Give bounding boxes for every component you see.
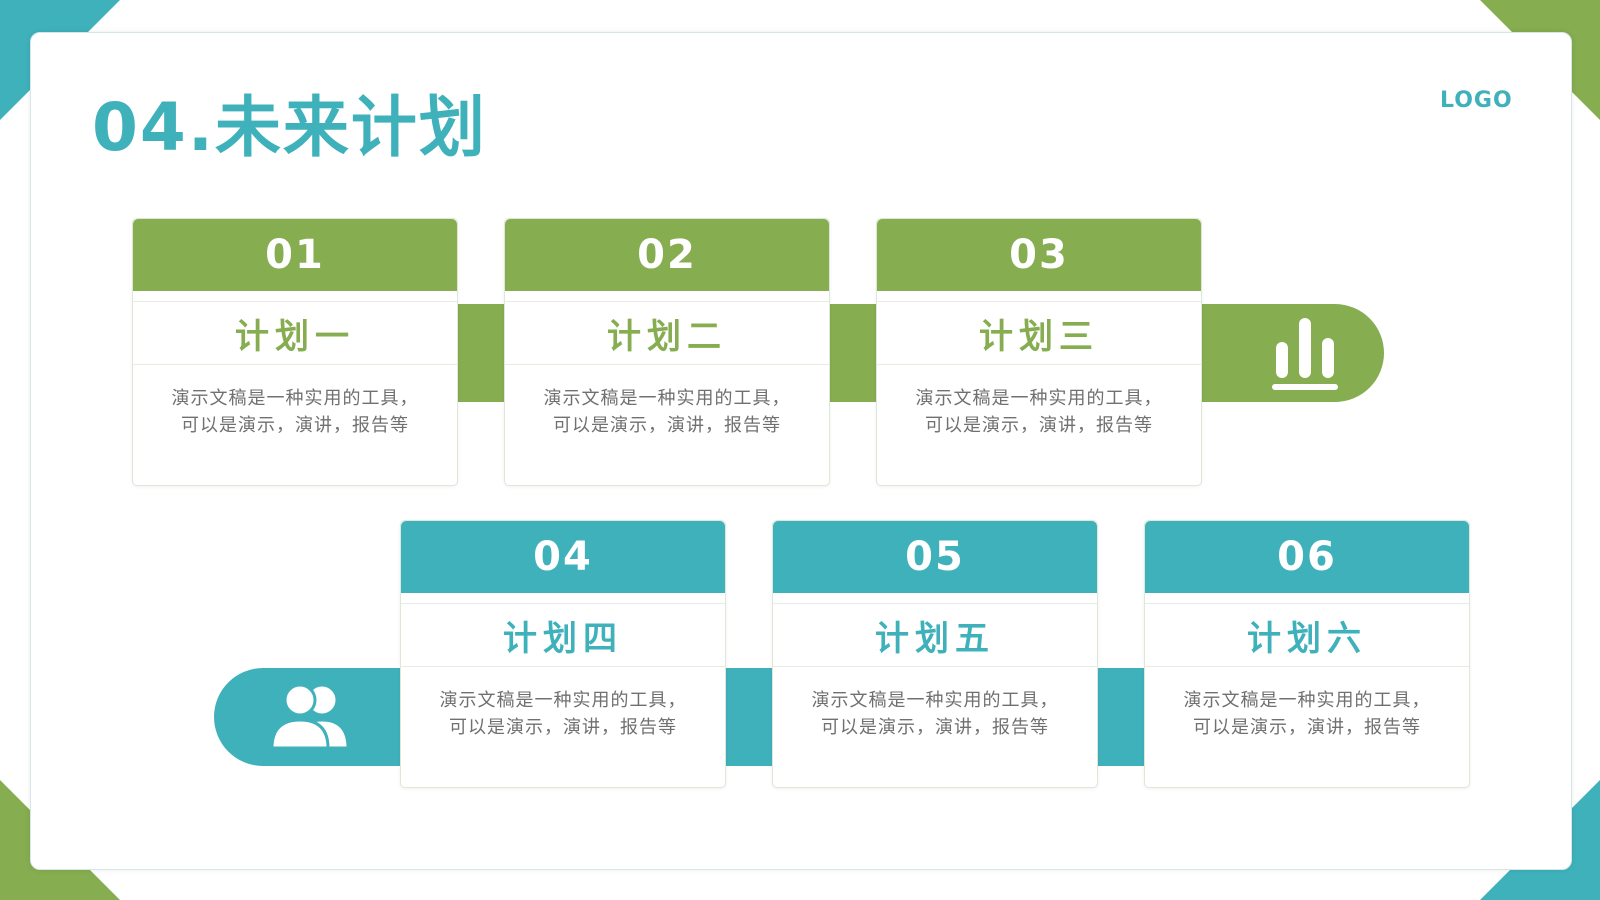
plan-number: 04 [401, 521, 725, 593]
plan-name: 计划四 [401, 603, 725, 667]
bar-chart-icon [1272, 318, 1338, 390]
plan-description: 演示文稿是一种实用的工具，可以是演示，演讲，报告等 [543, 388, 791, 436]
plan-number: 03 [877, 219, 1201, 291]
plan-description: 演示文稿是一种实用的工具，可以是演示，演讲，报告等 [1183, 690, 1431, 738]
users-icon [270, 683, 350, 750]
plan-card-05: 05 计划五 演示文稿是一种实用的工具，可以是演示，演讲，报告等 [772, 520, 1098, 788]
plan-number: 06 [1145, 521, 1469, 593]
plan-number: 02 [505, 219, 829, 291]
plan-description: 演示文稿是一种实用的工具，可以是演示，演讲，报告等 [171, 388, 419, 436]
plan-card-02: 02 计划二 演示文稿是一种实用的工具，可以是演示，演讲，报告等 [504, 218, 830, 486]
plan-description: 演示文稿是一种实用的工具，可以是演示，演讲，报告等 [439, 690, 687, 738]
plan-card-03: 03 计划三 演示文稿是一种实用的工具，可以是演示，演讲，报告等 [876, 218, 1202, 486]
plan-number: 05 [773, 521, 1097, 593]
plan-name: 计划二 [505, 301, 829, 365]
logo: LOGO [1440, 88, 1513, 113]
plan-card-01: 01 计划一 演示文稿是一种实用的工具，可以是演示，演讲，报告等 [132, 218, 458, 486]
plan-name: 计划一 [133, 301, 457, 365]
plan-description: 演示文稿是一种实用的工具，可以是演示，演讲，报告等 [915, 388, 1163, 436]
plan-name: 计划三 [877, 301, 1201, 365]
plan-card-04: 04 计划四 演示文稿是一种实用的工具，可以是演示，演讲，报告等 [400, 520, 726, 788]
slide-title: 04.未来计划 [92, 89, 487, 166]
plan-name: 计划五 [773, 603, 1097, 667]
plan-number: 01 [133, 219, 457, 291]
plan-name: 计划六 [1145, 603, 1469, 667]
plan-description: 演示文稿是一种实用的工具，可以是演示，演讲，报告等 [811, 690, 1059, 738]
plan-card-06: 06 计划六 演示文稿是一种实用的工具，可以是演示，演讲，报告等 [1144, 520, 1470, 788]
